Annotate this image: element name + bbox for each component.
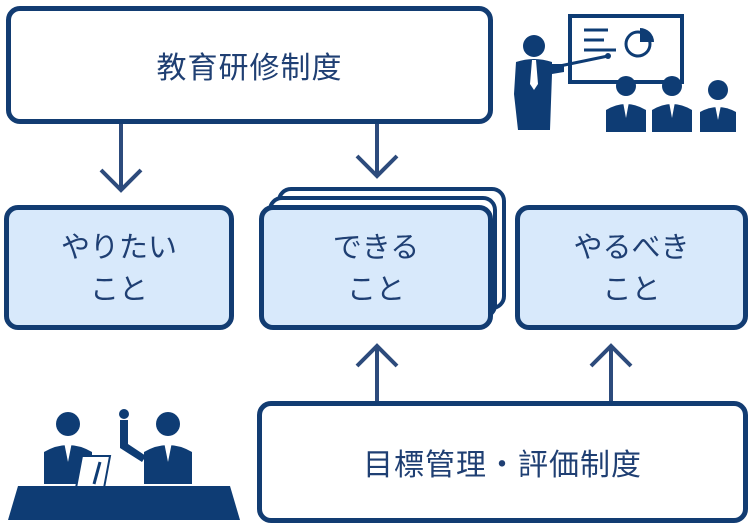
goal-management-evaluation-box: 目標管理・評価制度: [257, 401, 748, 523]
should-do-box: やるべき こと: [515, 205, 748, 330]
arrow-down-left: [99, 124, 143, 193]
arrow-down-center: [355, 124, 399, 179]
education-training-system-box: 教育研修制度: [6, 6, 493, 124]
should-do-label: やるべき こと: [573, 229, 690, 306]
education-training-system-label: 教育研修制度: [156, 51, 343, 86]
arrow-up-center: [355, 343, 399, 402]
want-to-do-label: やりたい こと: [60, 229, 177, 306]
goal-management-evaluation-label: 目標管理・評価制度: [363, 448, 642, 483]
arrow-up-right: [589, 343, 633, 402]
can-do-label: できる こと: [332, 229, 420, 306]
presenter-with-board-icon: [514, 14, 736, 132]
can-do-box: できる こと: [259, 205, 493, 330]
meeting-people-icon: [8, 409, 240, 520]
want-to-do-box: やりたい こと: [4, 205, 234, 330]
